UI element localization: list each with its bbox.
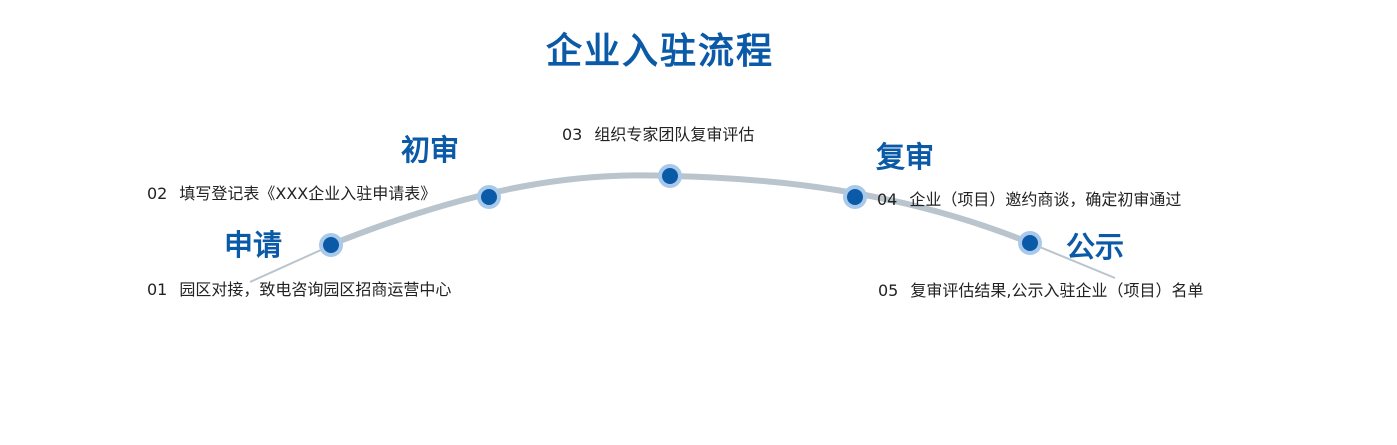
step-number: 01 <box>147 280 168 299</box>
arc-tail-right <box>1029 242 1116 279</box>
step-number: 03 <box>562 125 583 144</box>
step-02: 02 填写登记表《XXX企业入驻申请表》 <box>147 180 436 204</box>
step-text: 填写登记表《XXX企业入驻申请表》 <box>179 184 437 203</box>
step-number: 05 <box>878 281 899 300</box>
step-text: 复审评估结果,公示入驻企业（项目）名单 <box>910 281 1204 300</box>
step-text: 园区对接，致电咨询园区招商运营中心 <box>179 280 452 299</box>
page-title: 企业入驻流程 <box>545 31 774 72</box>
step-01: 01 园区对接，致电咨询园区招商运营中心 <box>147 276 451 300</box>
node-05 <box>1018 231 1042 255</box>
step-text: 组织专家团队复审评估 <box>594 125 755 144</box>
step-04: 04 企业（项目）邀约商谈，确定初审通过 <box>877 186 1181 210</box>
node-03 <box>658 164 682 188</box>
arc-tail-left <box>249 244 333 283</box>
step-number: 04 <box>877 190 898 209</box>
stage-public-notice: 公示 <box>1066 230 1125 264</box>
step-text: 企业（项目）邀约商谈，确定初审通过 <box>909 190 1182 209</box>
stage-initial-review: 初审 <box>401 133 460 167</box>
stage-second-review: 复审 <box>876 140 935 174</box>
node-04 <box>843 185 867 209</box>
node-02 <box>477 185 501 209</box>
stage-apply: 申请 <box>224 228 283 262</box>
step-number: 02 <box>147 184 168 203</box>
step-05: 05 复审评估结果,公示入驻企业（项目）名单 <box>878 277 1203 301</box>
node-01 <box>319 233 343 257</box>
step-03: 03 组织专家团队复审评估 <box>562 121 754 145</box>
